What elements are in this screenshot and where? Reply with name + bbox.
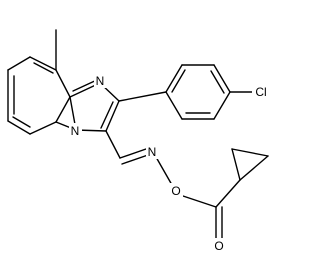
atom-n-oxime: N: [146, 144, 159, 159]
bond: [33, 62, 54, 74]
bond: [7, 56, 31, 71]
bond: [165, 64, 183, 93]
bond: [213, 64, 231, 93]
atom-label: Cl: [255, 85, 266, 99]
cyclopropyl-link-bond: [215, 179, 241, 208]
atom-o-carbonyl: O: [212, 238, 226, 253]
atom-label: N: [148, 145, 157, 159]
bond: [171, 69, 186, 93]
bond: [213, 91, 231, 120]
atom-label: N: [71, 124, 80, 138]
pyridine-ring: [7, 56, 71, 135]
bond: [55, 96, 71, 123]
ester-o-bond: [179, 194, 217, 208]
n-o-bond: [155, 156, 173, 186]
aryl-link-bond: [118, 91, 167, 102]
atom-label: N: [96, 74, 105, 88]
atom-label: O: [171, 184, 180, 198]
bond: [29, 56, 57, 71]
atom-n-imidazole: N: [94, 73, 107, 88]
bond: [231, 148, 241, 181]
chlorophenyl-ring: [165, 64, 231, 120]
bond: [165, 91, 183, 120]
imine-bond: [119, 148, 147, 159]
bond: [7, 120, 31, 135]
bond: [105, 100, 120, 132]
structure-diagram: N N Cl N O O: [7, 29, 270, 253]
bond: [239, 155, 269, 181]
imine-bond: [121, 154, 149, 165]
bond: [231, 148, 269, 157]
atom-label: O: [214, 239, 223, 253]
bond: [210, 70, 225, 94]
imidazole-ring: [55, 78, 120, 132]
bond: [55, 69, 71, 98]
atom-n-bridge: N: [69, 123, 82, 138]
bond: [100, 101, 114, 129]
atom-o-oxime: O: [170, 183, 183, 198]
bond: [29, 121, 57, 135]
cyclopropane-ring: [231, 148, 269, 181]
atom-chlorine: Cl: [252, 84, 270, 99]
bond: [12, 116, 31, 128]
methine-bond: [105, 130, 121, 159]
